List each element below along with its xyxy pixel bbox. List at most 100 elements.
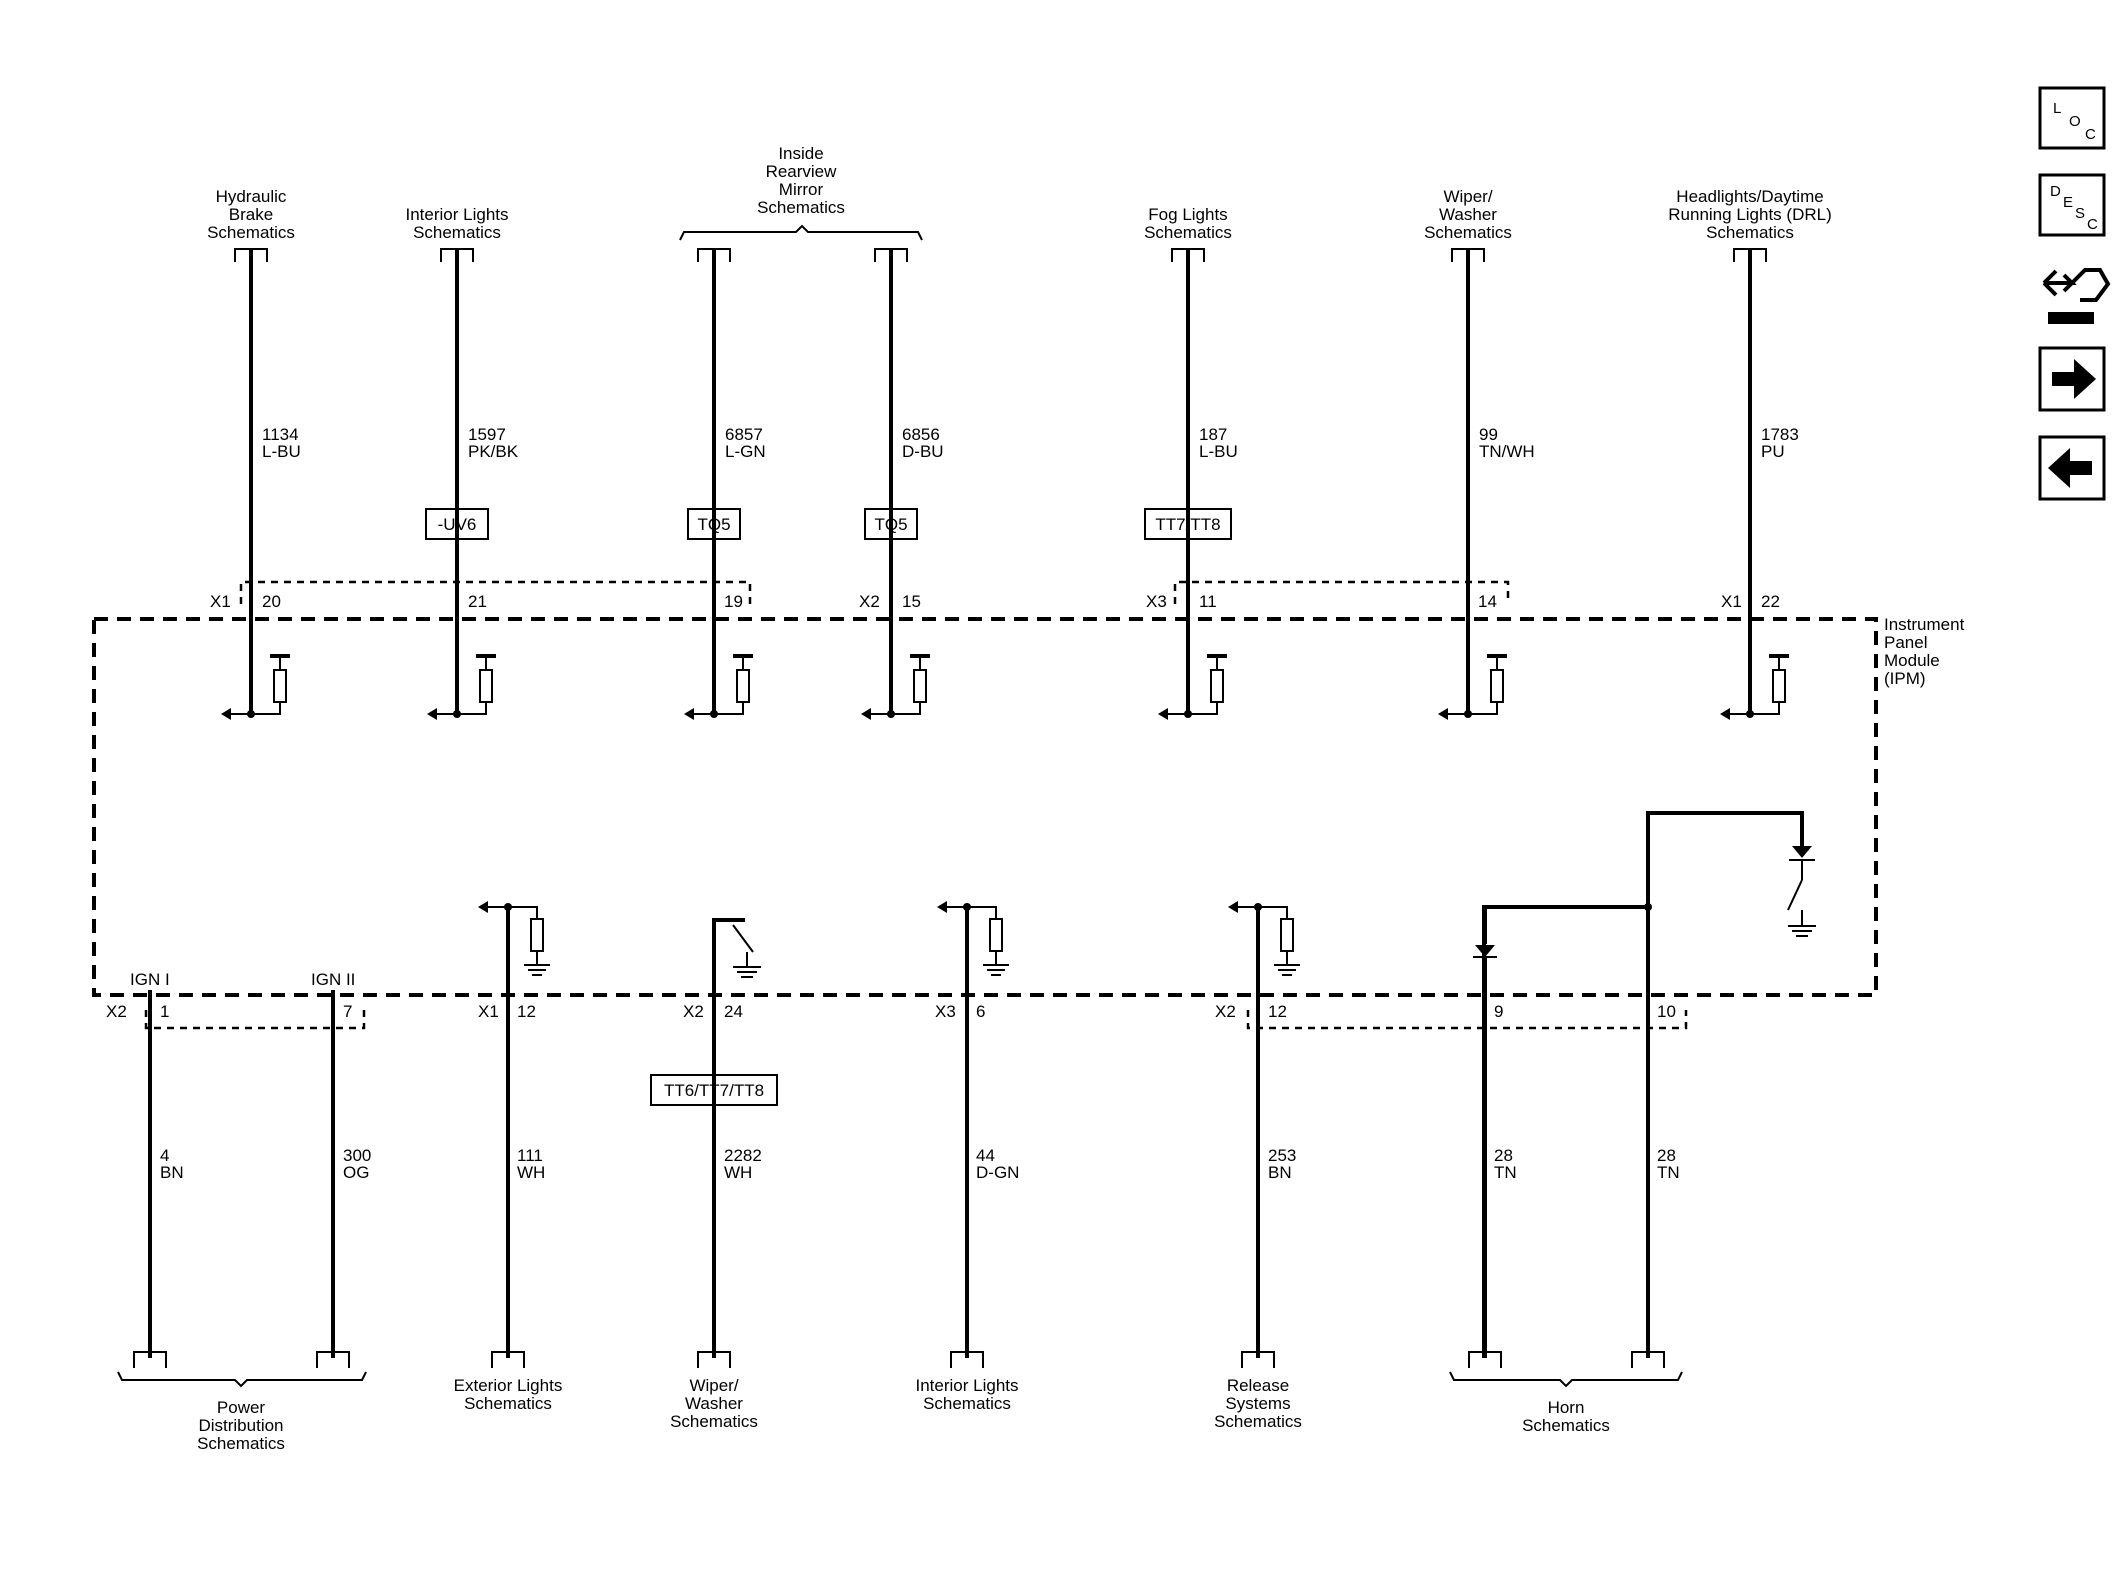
svg-text:Washer: Washer	[685, 1394, 743, 1413]
mirror-group-brace	[679, 224, 923, 241]
connector-end-view-icon[interactable]	[2042, 268, 2111, 324]
svg-text:Mirror: Mirror	[779, 180, 824, 199]
svg-text:Running Lights (DRL): Running Lights (DRL)	[1668, 205, 1831, 224]
bottom-wire-ign2: IGN II 7 300 OG	[311, 970, 371, 1368]
svg-text:44: 44	[976, 1146, 995, 1165]
svg-text:L-BU: L-BU	[262, 442, 301, 461]
svg-text:D-GN: D-GN	[976, 1163, 1019, 1182]
svg-text:2282: 2282	[724, 1146, 762, 1165]
svg-text:X1: X1	[1721, 592, 1742, 611]
previous-button[interactable]	[2038, 435, 2106, 501]
bottom-wire-horn-1: 9 28 TN	[1468, 1002, 1517, 1368]
connector-x3-top	[1173, 580, 1510, 604]
top-wire-headlights-drl: Headlights/Daytime Running Lights (DRL) …	[1668, 187, 1832, 714]
svg-text:Exterior Lights: Exterior Lights	[454, 1376, 563, 1395]
next-button[interactable]	[2038, 346, 2106, 412]
loc-button[interactable]: L O C	[2038, 86, 2106, 150]
top-wire-fog-lights: Fog Lights Schematics 187 L-BU TT7/TT8 X…	[1144, 205, 1238, 714]
svg-text:Washer: Washer	[1439, 205, 1497, 224]
ipm-module-label: Instrument Panel Module (IPM)	[1884, 615, 1965, 688]
svg-text:WH: WH	[724, 1163, 752, 1182]
top-wire-mirror-1: 6857 L-GN TQ5 19	[687, 248, 766, 714]
svg-text:TN: TN	[1494, 1163, 1517, 1182]
svg-text:Schematics: Schematics	[757, 198, 845, 217]
svg-text:-UV6: -UV6	[438, 515, 477, 534]
svg-text:X1: X1	[478, 1002, 499, 1021]
svg-text:28: 28	[1657, 1146, 1676, 1165]
svg-text:Wiper/: Wiper/	[689, 1376, 738, 1395]
svg-text:Interior Lights: Interior Lights	[406, 205, 509, 224]
svg-text:L-GN: L-GN	[725, 442, 766, 461]
top-input-symbols	[221, 654, 1789, 720]
bottom-wire-horn-2: 10 28 TN	[1631, 1002, 1680, 1368]
pull-down-output-symbol	[1228, 901, 1300, 976]
pull-down-output-symbol	[937, 901, 1009, 976]
svg-text:99: 99	[1479, 425, 1498, 444]
svg-text:Schematics: Schematics	[464, 1394, 552, 1413]
svg-text:Inside: Inside	[778, 144, 823, 163]
svg-text:E: E	[2063, 194, 2073, 211]
svg-text:Instrument: Instrument	[1884, 615, 1965, 634]
svg-text:4: 4	[160, 1146, 169, 1165]
svg-text:D-BU: D-BU	[902, 442, 944, 461]
svg-text:D: D	[2050, 183, 2061, 200]
svg-text:24: 24	[724, 1002, 743, 1021]
svg-text:Schematics: Schematics	[1424, 223, 1512, 242]
pull-up-input-symbol	[221, 654, 290, 720]
svg-text:L-BU: L-BU	[1199, 442, 1238, 461]
svg-text:15: 15	[902, 592, 921, 611]
svg-text:1597: 1597	[468, 425, 506, 444]
svg-text:11: 11	[1199, 592, 1217, 611]
ipm-module-outline	[92, 617, 1878, 997]
svg-text:IGN II: IGN II	[311, 970, 355, 989]
svg-text:Schematics: Schematics	[207, 223, 295, 242]
svg-text:L: L	[2053, 100, 2061, 117]
svg-text:(IPM): (IPM)	[1884, 669, 1926, 688]
connector-x2-bottom-horn	[1246, 1010, 1688, 1030]
svg-text:Schematics: Schematics	[1522, 1416, 1610, 1435]
horn-group-label: Horn Schematics	[1522, 1398, 1610, 1435]
svg-text:111: 111	[517, 1146, 543, 1165]
svg-text:O: O	[2069, 113, 2081, 130]
svg-text:10: 10	[1657, 1002, 1676, 1021]
svg-text:253: 253	[1268, 1146, 1296, 1165]
svg-text:C: C	[2085, 126, 2096, 143]
svg-text:Brake: Brake	[229, 205, 273, 224]
svg-text:Panel: Panel	[1884, 633, 1927, 652]
svg-text:28: 28	[1494, 1146, 1513, 1165]
pull-up-input-symbol	[1158, 654, 1227, 720]
pull-up-input-symbol	[861, 654, 930, 720]
pull-up-input-symbol	[427, 654, 496, 720]
svg-text:20: 20	[262, 592, 281, 611]
svg-text:TN: TN	[1657, 1163, 1680, 1182]
svg-text:Schematics: Schematics	[923, 1394, 1011, 1413]
bottom-wire-exterior-lights: X1 12 111 WH Exterior Lights Schematics	[454, 907, 563, 1413]
svg-text:BN: BN	[160, 1163, 184, 1182]
top-wire-wiper-washer: Wiper/ Washer Schematics 99 TN/WH 14	[1424, 187, 1535, 714]
svg-text:19: 19	[724, 592, 743, 611]
svg-text:WH: WH	[517, 1163, 545, 1182]
horn-internal-circuit	[1473, 811, 1816, 1358]
desc-button[interactable]: D E S C	[2038, 173, 2106, 237]
svg-text:Horn: Horn	[1548, 1398, 1585, 1417]
svg-text:Release: Release	[1227, 1376, 1289, 1395]
pull-up-input-symbol	[1438, 654, 1507, 720]
svg-text:Schematics: Schematics	[197, 1434, 285, 1453]
svg-text:X2: X2	[106, 1002, 127, 1021]
pull-down-output-symbol	[478, 901, 550, 976]
svg-text:Rearview: Rearview	[766, 162, 838, 181]
svg-text:Fog Lights: Fog Lights	[1148, 205, 1227, 224]
svg-text:Schematics: Schematics	[413, 223, 501, 242]
svg-text:9: 9	[1494, 1002, 1503, 1021]
svg-text:Schematics: Schematics	[1144, 223, 1232, 242]
top-wire-interior-lights: Interior Lights Schematics 1597 PK/BK -U…	[406, 205, 519, 714]
svg-text:187: 187	[1199, 425, 1227, 444]
pull-up-input-symbol	[684, 654, 753, 720]
svg-text:6: 6	[976, 1002, 985, 1021]
svg-text:S: S	[2075, 205, 2085, 222]
svg-text:X3: X3	[1146, 592, 1167, 611]
bottom-wire-wiper-washer: X2 24 TT6/TT7/TT8 2282 WH Wiper/ Washer …	[650, 918, 778, 1431]
pull-up-input-symbol	[1720, 654, 1789, 720]
arrow-left-icon	[2048, 448, 2092, 488]
svg-text:X2: X2	[1215, 1002, 1236, 1021]
